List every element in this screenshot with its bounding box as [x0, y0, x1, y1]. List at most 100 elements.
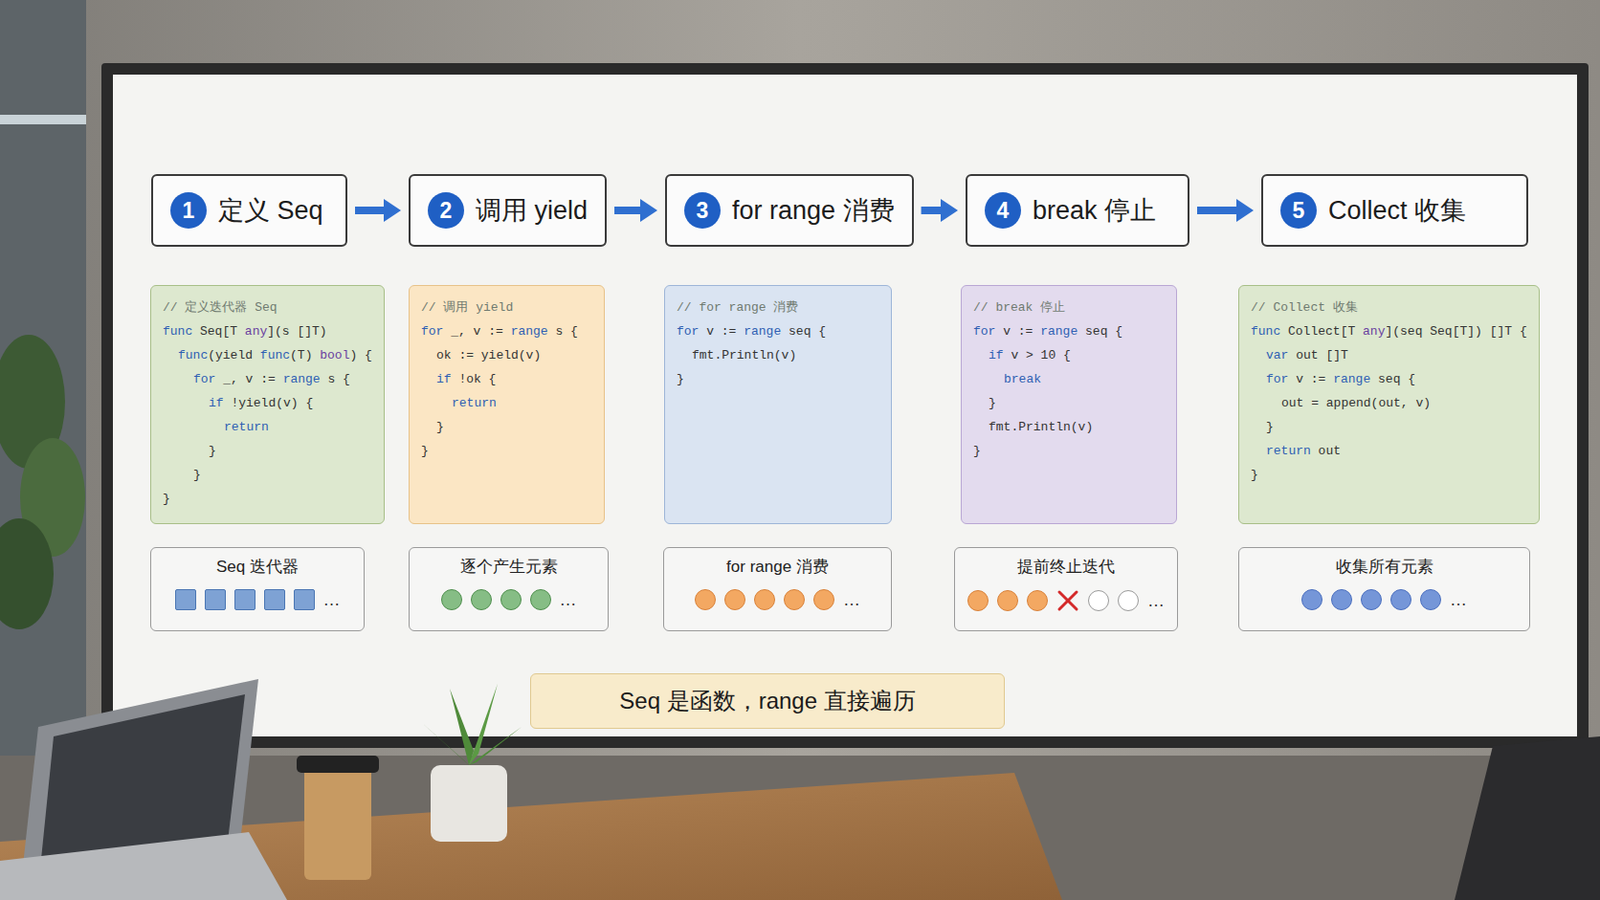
step-header: break 停止4 — [965, 174, 1190, 247]
board-frame — [101, 63, 1589, 749]
step-title: for range 消费 — [732, 193, 895, 228]
step-number: 3 — [684, 192, 721, 229]
code-line: } — [421, 439, 593, 464]
element-dot — [500, 589, 522, 611]
code-line: return — [421, 391, 593, 416]
plant-pot — [430, 765, 508, 843]
code-line: // for range 消费 — [676, 295, 880, 320]
code-line: } — [1250, 463, 1528, 488]
step-title: 调用 yield — [475, 193, 588, 228]
leaf — [421, 722, 469, 766]
summary-text: Seq 是函数，range 直接遍历 — [619, 686, 915, 717]
code-line: func Seq[T any](s []T) — [162, 319, 373, 344]
element-row: … — [967, 589, 1165, 613]
code-line: break — [973, 367, 1165, 392]
code-line: for v := range seq { — [1250, 367, 1528, 392]
code-line: if v > 10 { — [973, 343, 1165, 368]
code-line: return out — [1250, 439, 1528, 464]
callout-number: 2 — [440, 198, 453, 224]
summary-banner: Seq 是函数，range 直接遍历 — [530, 673, 1005, 730]
element-dot — [1026, 590, 1048, 612]
element-dot — [813, 589, 835, 611]
illustration-card: Seq 迭代器… — [150, 547, 365, 632]
element-dot — [1331, 589, 1353, 611]
code-panel: // 调用 yieldfor _, v := range s {ok := yi… — [408, 285, 605, 525]
code-line: } — [973, 439, 1165, 464]
card-title: 逐个产生元素 — [460, 555, 558, 578]
step-header: 调用 yield 2 — [408, 174, 607, 247]
code-line: if !yield(v) { — [162, 391, 373, 416]
code-line: out = append(out, v) — [1250, 391, 1528, 416]
plant — [0, 334, 86, 630]
element-dot — [997, 590, 1019, 612]
code-line: } — [162, 439, 373, 464]
step-title: break 停止 — [1032, 193, 1156, 228]
code-line: func(yield func(T) bool) { — [162, 343, 373, 368]
element-dot — [441, 589, 463, 611]
stop-cross — [1056, 589, 1080, 613]
flow-arrow — [921, 206, 943, 215]
code-line: } — [676, 367, 880, 392]
code-line: // break 停止 — [973, 295, 1165, 320]
element-dot — [967, 590, 989, 612]
code-line: var out []T — [1250, 343, 1528, 368]
card-title: for range 消费 — [726, 555, 829, 578]
code-line: } — [1250, 415, 1528, 440]
step-number: 5 — [1280, 192, 1317, 229]
coffee-cup — [304, 765, 372, 881]
code-line: } — [421, 415, 593, 440]
cross-stroke — [1059, 592, 1077, 610]
element-row: … — [441, 589, 578, 611]
step-title: Collect 收集 — [1328, 193, 1467, 228]
ellipsis: … — [559, 590, 578, 611]
code-panel: // break 停止for v := range seq {if v > 10… — [960, 285, 1178, 525]
code-line: return — [162, 415, 373, 440]
code-line: for v := range seq { — [973, 319, 1165, 344]
code-line: func Collect[T any](seq Seq[T]) []T { — [1250, 319, 1528, 344]
arrow-head — [940, 199, 958, 223]
leaf — [468, 684, 498, 766]
code-line: } — [162, 487, 373, 512]
ellipsis: … — [323, 590, 341, 611]
step-number: 2 — [427, 192, 465, 229]
element-dot — [470, 589, 492, 611]
code-line: if !ok { — [421, 367, 593, 392]
board — [112, 74, 1578, 737]
cup-lid — [296, 755, 379, 774]
step-header: 定义 Seq1 — [151, 174, 348, 247]
ellipsis: … — [843, 590, 861, 611]
code-panel: // for range 消费for v := range seq {fmt.P… — [664, 285, 892, 525]
leaf — [468, 727, 522, 766]
element-dot — [694, 589, 716, 611]
code-line: fmt.Println(v) — [676, 343, 880, 368]
element-dot — [1390, 589, 1412, 611]
small-plant — [421, 684, 522, 766]
element-dot — [783, 589, 805, 611]
callout-number: 5 — [1292, 198, 1306, 224]
code-line: for v := range seq { — [676, 319, 880, 344]
code-panel: // Collect 收集func Collect[T any](seq Seq… — [1238, 285, 1540, 525]
ellipsis: … — [1147, 591, 1165, 612]
element-square — [264, 589, 286, 611]
arrow-head — [1236, 199, 1254, 223]
illustration-card: 提前终止迭代… — [954, 547, 1178, 632]
element-dot — [1420, 589, 1442, 611]
element-square — [175, 589, 197, 611]
step-title: 定义 Seq — [218, 193, 324, 228]
code-line: } — [973, 391, 1165, 416]
flow-arrow — [355, 206, 386, 215]
element-dot — [1088, 590, 1110, 612]
element-square — [293, 589, 315, 611]
code-line: } — [162, 463, 373, 488]
code-line: for _, v := range s { — [162, 367, 373, 392]
card-title: 收集所有元素 — [1335, 555, 1434, 578]
element-dot — [1117, 590, 1139, 612]
element-dot — [724, 589, 746, 611]
code-line: // Collect 收集 — [1250, 295, 1528, 320]
window-light — [0, 114, 87, 125]
ellipsis: … — [1449, 590, 1467, 611]
callout-number: 3 — [696, 198, 710, 224]
element-row: … — [694, 589, 861, 611]
